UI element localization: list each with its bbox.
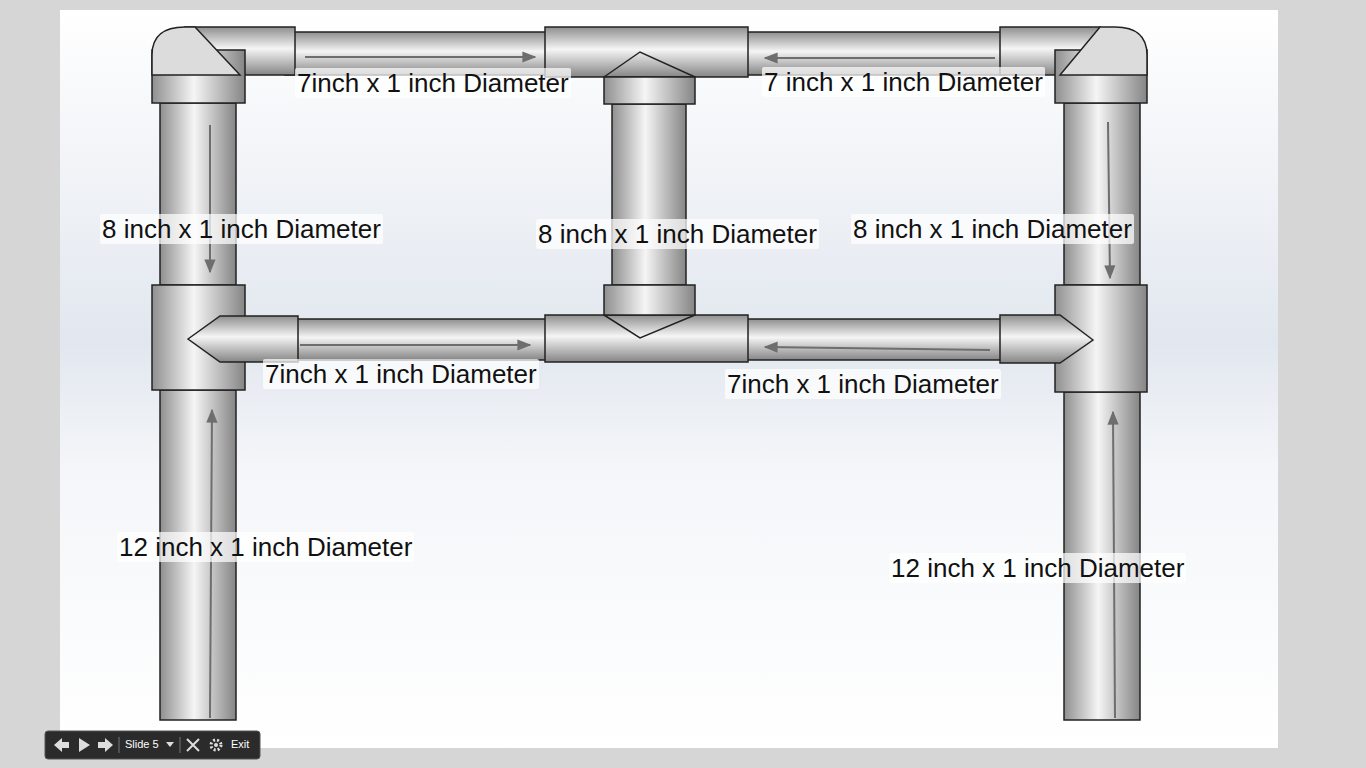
pipe-dimension: 8 inch x 1 inch Diameter <box>100 214 383 244</box>
pipe-dimension: 8 inch x 1 inch Diameter <box>536 219 819 249</box>
pipe-dimension: 12 inch x 1 inch Diameter <box>117 532 414 562</box>
fittings <box>152 27 1147 392</box>
slide-toolbar <box>45 731 260 759</box>
pipe-dimension: 7inch x 1 inch Diameter <box>295 68 571 98</box>
toolbar-text: Exit <box>231 737 249 751</box>
pipe-dimension: 7 inch x 1 inch Diameter <box>762 67 1045 97</box>
pipe-dimension: 8 inch x 1 inch Diameter <box>851 214 1134 244</box>
toolbar-text: Slide 5 <box>125 737 159 751</box>
pipe-dimension: 7inch x 1 inch Diameter <box>725 369 1001 399</box>
slide-ground <box>60 10 1278 748</box>
pipe-dimension: 7inch x 1 inch Diameter <box>263 359 539 389</box>
flow-arrows <box>210 57 1115 718</box>
pipes <box>160 32 1140 720</box>
pipe-dimension: 12 inch x 1 inch Diameter <box>889 553 1186 583</box>
